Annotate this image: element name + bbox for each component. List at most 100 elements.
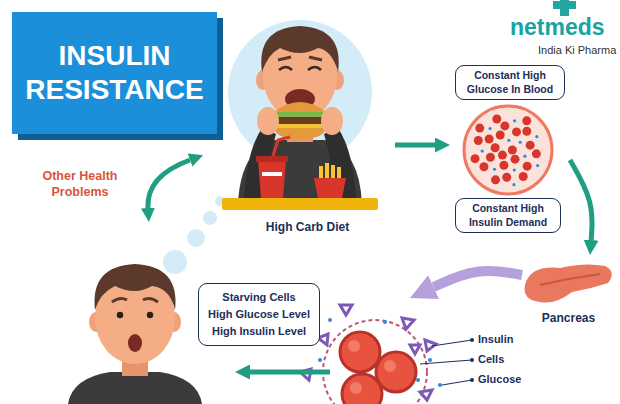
diet-illustration-part <box>273 117 327 124</box>
cells-illustration-part <box>323 320 427 404</box>
blood-illustration-part <box>479 162 488 171</box>
blood-illustration-part <box>502 173 511 182</box>
blood-illustration-part <box>522 116 531 125</box>
cells-illustration-part <box>384 360 396 372</box>
blood-illustration-part <box>511 155 520 164</box>
person-illustration-part <box>112 298 158 302</box>
person-illustration-part <box>95 264 176 310</box>
cells-illustration-part <box>376 352 416 392</box>
person-illustration-part <box>147 312 153 318</box>
diet-illustration-part <box>258 160 286 198</box>
blood-illustration-part <box>512 183 515 186</box>
cells-illustration-part <box>438 383 442 387</box>
brand-name: netmeds <box>510 14 620 41</box>
diet-illustration-part <box>257 107 279 135</box>
blood-illustration-part <box>519 141 522 144</box>
diet-node: High Carb Diet <box>220 15 395 238</box>
node-label: Pancreas <box>522 311 615 325</box>
diet-illustration-part <box>272 112 328 117</box>
cells-illustration-part <box>342 374 382 404</box>
diet-illustration-part <box>314 178 346 198</box>
brand-tagline: India Ki Pharma <box>538 44 620 56</box>
cells-illustration-part <box>383 320 387 324</box>
blood-illustration-part <box>485 135 494 144</box>
diet-illustration-part <box>222 198 378 210</box>
diet-illustration-part <box>256 156 288 162</box>
cells-illustration-part <box>348 340 360 352</box>
blood-illustration-part <box>512 127 521 136</box>
pancreas-illustration-part <box>525 264 612 302</box>
blood-illustration-part <box>491 175 500 184</box>
blood-illustration-part <box>471 154 480 163</box>
blood-illustration-part <box>532 149 541 158</box>
key-label: Glucose <box>478 373 540 385</box>
warning-label: Other Health Problems <box>30 168 130 201</box>
cells-illustration-part <box>470 378 474 382</box>
blood-illustration-part <box>499 161 508 170</box>
status-box: Starving CellsHigh Glucose LevelHigh Ins… <box>198 283 320 346</box>
blood-illustration-part <box>486 153 495 162</box>
diet-illustration-part <box>321 107 343 135</box>
diet-illustration-part <box>274 102 326 112</box>
cells-illustration-part <box>416 378 420 382</box>
cells-illustration-part <box>340 332 380 372</box>
thought-bubbles-part <box>203 211 217 225</box>
diet-illustration-part <box>273 137 290 156</box>
diet-illustration-part <box>262 172 282 176</box>
blood-illustration <box>464 106 552 194</box>
flow-arrow <box>250 370 330 375</box>
blood-illustration-part <box>496 130 505 139</box>
diet-illustration <box>222 20 378 210</box>
status-line: High Insulin Level <box>203 323 315 340</box>
title-text: INSULIN RESISTANCE <box>22 39 207 107</box>
blood-illustration-part <box>526 141 535 150</box>
pancreas-illustration <box>525 264 612 302</box>
edge-label: Constant High Insulin Demand <box>455 198 561 233</box>
thought-bubbles-part <box>187 229 205 247</box>
blood-illustration-part <box>475 124 484 133</box>
diet-illustration-part <box>261 26 338 72</box>
logo-cross-part <box>553 1 576 9</box>
cells-illustration-part <box>350 382 362 394</box>
blood-illustration-part <box>474 136 483 145</box>
pancreas-illustration-part <box>540 274 600 285</box>
cells-illustration-part <box>470 358 474 362</box>
cells-illustration-part <box>470 338 474 342</box>
key-label: Insulin <box>478 333 540 345</box>
cells-illustration <box>300 305 474 404</box>
cells-illustration-part <box>318 358 322 362</box>
health-cycle-arrow-part <box>148 160 190 208</box>
person-illustration <box>68 264 202 404</box>
person-node: Starving CellsHigh Glucose LevelHigh Ins… <box>30 250 235 404</box>
title-box: INSULIN RESISTANCE <box>12 12 217 134</box>
person-illustration-part <box>68 372 202 404</box>
blood-illustration-part <box>522 127 531 136</box>
blood-illustration-part <box>500 121 509 130</box>
blood-illustration-part <box>493 168 496 171</box>
diet-illustration-part <box>279 67 321 70</box>
blood-illustration-part <box>488 127 491 130</box>
cell-node: InsulinCellsGlucose <box>330 298 520 404</box>
blood-illustration-part <box>492 114 501 123</box>
flow-arrow <box>395 143 435 148</box>
status-line: High Glucose Level <box>203 306 315 323</box>
cells-illustration-part <box>428 358 432 362</box>
cells-illustration-part <box>300 305 436 400</box>
thought-bubbles <box>163 196 225 274</box>
blood-illustration-part <box>513 168 516 171</box>
key-label: Cells <box>478 353 540 365</box>
blood-illustration-part <box>523 162 532 171</box>
blood-illustration-part <box>519 172 528 181</box>
logo-cross <box>553 0 576 16</box>
flow-arrow <box>570 160 592 240</box>
blood-illustration-part <box>507 139 510 142</box>
organ-node: Pancreas <box>522 255 615 335</box>
diet-illustration-part <box>278 57 322 60</box>
thought-bubbles-part <box>163 250 187 274</box>
person-illustration-part <box>128 334 142 352</box>
blood-illustration-part <box>464 106 552 194</box>
cells-illustration-part <box>328 318 332 322</box>
cells-illustration-part <box>420 340 472 385</box>
blood-illustration-part <box>535 135 538 138</box>
blood-illustration-part <box>508 146 517 155</box>
